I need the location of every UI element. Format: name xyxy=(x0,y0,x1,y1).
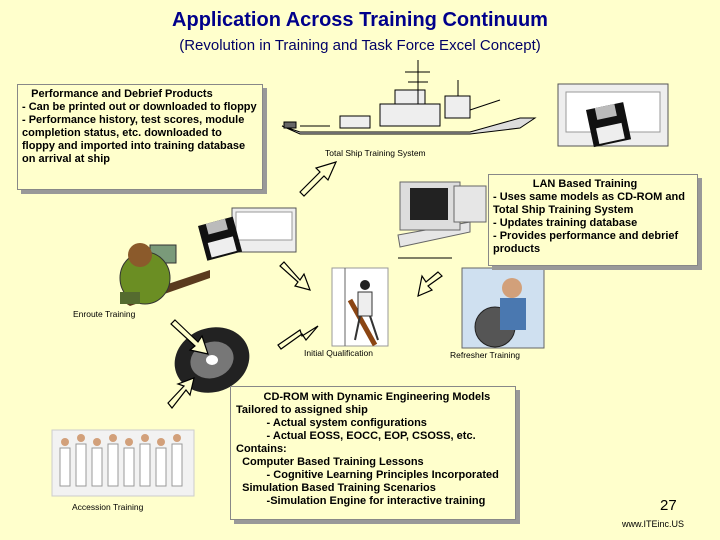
cd-line-9: -Simulation Engine for interactive train… xyxy=(236,495,510,508)
cd-rom-box: CD-ROM with Dynamic Engineering Models T… xyxy=(230,386,516,520)
perf-line-5: floppy and imported into training databa… xyxy=(22,140,258,153)
ship-illustration xyxy=(282,60,535,134)
arrow-accession-to-cd xyxy=(168,378,194,408)
cd-line-6: Computer Based Training Lessons xyxy=(236,456,510,469)
page-number: 27 xyxy=(660,497,677,514)
lan-training-box: LAN Based Training - Uses same models as… xyxy=(488,174,698,266)
perf-line-3: - Performance history, test scores, modu… xyxy=(22,114,258,127)
lan-line-6: products xyxy=(493,243,693,256)
initial-qualification-illustration xyxy=(332,268,388,346)
perf-line-1: Performance and Debrief Products xyxy=(22,88,258,101)
label-accession: Accession Training xyxy=(72,502,143,512)
cd-line-3: - Actual system configurations xyxy=(236,417,510,430)
perf-line-6: on arrival at ship xyxy=(22,153,258,166)
arrow-screen-to-ship xyxy=(300,162,336,196)
cd-line-1: CD-ROM with Dynamic Engineering Models xyxy=(236,391,510,404)
label-enroute: Enroute Training xyxy=(73,309,135,319)
lan-line-4: - Updates training database xyxy=(493,217,693,230)
lan-line-2: - Uses same models as CD-ROM and xyxy=(493,191,693,204)
lan-line-5: - Provides performance and debrief xyxy=(493,230,693,243)
accession-training-illustration xyxy=(52,430,194,496)
refresher-training-illustration xyxy=(462,268,544,348)
performance-debrief-box: Performance and Debrief Products - Can b… xyxy=(17,84,263,190)
cd-line-4: - Actual EOSS, EOCC, EOP, CSOSS, etc. xyxy=(236,430,510,443)
cd-line-7: - Cognitive Learning Principles Incorpor… xyxy=(236,469,510,482)
arrow-refresher-to-lan xyxy=(418,272,442,296)
lan-line-1: LAN Based Training xyxy=(493,178,693,191)
cd-line-2: Tailored to assigned ship xyxy=(236,404,510,417)
cd-line-5: Contains: xyxy=(236,443,510,456)
arrow-enroute-to-initial xyxy=(278,326,318,349)
cd-line-8: Simulation Based Training Scenarios xyxy=(236,482,510,495)
screen-floppy-illustration-2 xyxy=(198,208,296,261)
computer-illustration xyxy=(398,182,486,258)
label-initial-qualification: Initial Qualification xyxy=(304,348,373,358)
perf-line-2: - Can be printed out or downloaded to fl… xyxy=(22,101,258,114)
enroute-figure-illustration xyxy=(120,243,210,306)
lan-line-3: Total Ship Training System xyxy=(493,204,693,217)
label-total-ship: Total Ship Training System xyxy=(325,148,426,158)
arrow-to-lan-left xyxy=(280,262,310,290)
screen-floppy-illustration xyxy=(558,84,668,147)
label-refresher: Refresher Training xyxy=(450,350,520,360)
perf-line-4: completion status, etc. downloaded to xyxy=(22,127,258,140)
website-link[interactable]: www.ITEinc.US xyxy=(622,519,684,529)
